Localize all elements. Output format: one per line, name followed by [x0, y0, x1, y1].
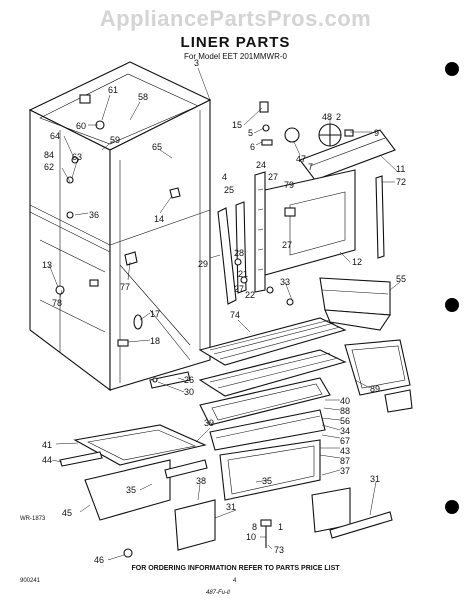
callout-15: 15 — [232, 120, 242, 130]
callout-87: 87 — [340, 456, 350, 466]
callout-4: 4 — [222, 172, 227, 182]
callout-33: 33 — [280, 277, 290, 287]
callout-27c: 27 — [234, 284, 244, 294]
callout-36: 36 — [89, 210, 99, 220]
callout-18: 18 — [150, 336, 160, 346]
drawing-code-bottom: 900241 — [20, 578, 41, 584]
callout-37: 37 — [340, 466, 350, 476]
callout-12: 12 — [352, 257, 362, 267]
callout-21: 21 — [238, 269, 248, 279]
callout-31b: 31 — [370, 474, 380, 484]
liner-cabinet — [28, 61, 212, 392]
callout-39: 39 — [204, 418, 214, 428]
binder-hole-icon — [445, 500, 459, 514]
callout-47: 47 — [296, 154, 306, 164]
callout-45: 45 — [62, 508, 72, 518]
callout-46: 46 — [94, 555, 104, 565]
drawing-code-left: WR-1873 — [20, 516, 46, 522]
callout-63: 63 — [72, 152, 82, 162]
callout-25: 25 — [224, 185, 234, 195]
callout-61: 61 — [108, 85, 118, 95]
callout-74: 74 — [230, 310, 240, 320]
callout-88: 88 — [340, 406, 350, 416]
watermark: AppliancePartsPros.com — [99, 6, 372, 31]
callout-62: 62 — [44, 162, 54, 172]
callout-11: 11 — [396, 164, 405, 174]
callout-41: 41 — [42, 440, 52, 450]
callout-67: 67 — [340, 436, 350, 446]
callout-5: 5 — [248, 128, 253, 138]
callout-17: 17 — [150, 309, 160, 319]
callout-29: 29 — [198, 259, 208, 269]
callout-64: 64 — [50, 131, 60, 141]
callout-1: 1 — [278, 522, 283, 532]
callout-72: 72 — [396, 177, 406, 187]
callout-55: 55 — [396, 274, 406, 284]
callout-73: 73 — [274, 545, 284, 555]
callout-40: 40 — [340, 396, 350, 406]
callout-22: 22 — [245, 290, 255, 300]
leader-lines — [47, 67, 401, 561]
meat-pans — [59, 424, 393, 558]
binder-hole-icon — [445, 62, 459, 76]
binder-hole-icon — [445, 298, 459, 312]
callout-78: 78 — [52, 298, 62, 308]
callout-9: 9 — [374, 128, 379, 138]
callout-6: 6 — [250, 142, 255, 152]
callout-59: 59 — [110, 135, 120, 145]
callout-79: 79 — [284, 180, 294, 190]
callout-labels: 3 61 58 60 64 59 63 62 84 65 36 14 13 78… — [42, 58, 406, 565]
page-title: LINER PARTS — [180, 34, 291, 51]
callout-26: 26 — [184, 375, 194, 385]
callout-65: 65 — [152, 142, 162, 152]
ordering-info-footer: FOR ORDERING INFORMATION REFER TO PARTS … — [131, 565, 340, 572]
callout-35b: 35 — [262, 476, 272, 486]
callout-58: 58 — [138, 92, 148, 102]
model-subtitle: For Model EET 201MMWR-0 — [184, 52, 287, 61]
callout-60: 60 — [76, 121, 86, 131]
callout-56: 56 — [340, 416, 350, 426]
callout-48: 48 — [322, 112, 332, 122]
callout-24: 24 — [256, 160, 266, 170]
callout-7: 7 — [308, 162, 313, 172]
callout-30: 30 — [184, 387, 194, 397]
wire-shelves — [149, 317, 347, 451]
callout-10: 10 — [246, 532, 256, 542]
callout-89: 89 — [370, 384, 380, 394]
callout-35: 35 — [126, 485, 136, 495]
callout-38: 38 — [196, 476, 206, 486]
callout-8: 8 — [252, 522, 257, 532]
evaporator-cover-panel — [217, 169, 385, 306]
callout-28: 28 — [234, 248, 244, 258]
handwritten-signature: 487-Fu-ll — [206, 590, 230, 596]
callout-43: 43 — [340, 446, 350, 456]
crisper-bins — [319, 277, 413, 413]
callout-27b: 27 — [282, 240, 292, 250]
callout-31: 31 — [226, 502, 236, 512]
callout-3: 3 — [194, 58, 199, 68]
callout-2: 2 — [336, 112, 341, 122]
callout-27: 27 — [268, 172, 278, 182]
callout-44: 44 — [42, 455, 52, 465]
callout-84: 84 — [44, 150, 54, 160]
page-number: 4 — [233, 578, 237, 584]
callout-77: 77 — [120, 282, 130, 292]
callout-34: 34 — [340, 426, 350, 436]
hardware-fasteners — [259, 101, 396, 181]
callout-13: 13 — [42, 260, 52, 270]
callout-14: 14 — [154, 214, 164, 224]
